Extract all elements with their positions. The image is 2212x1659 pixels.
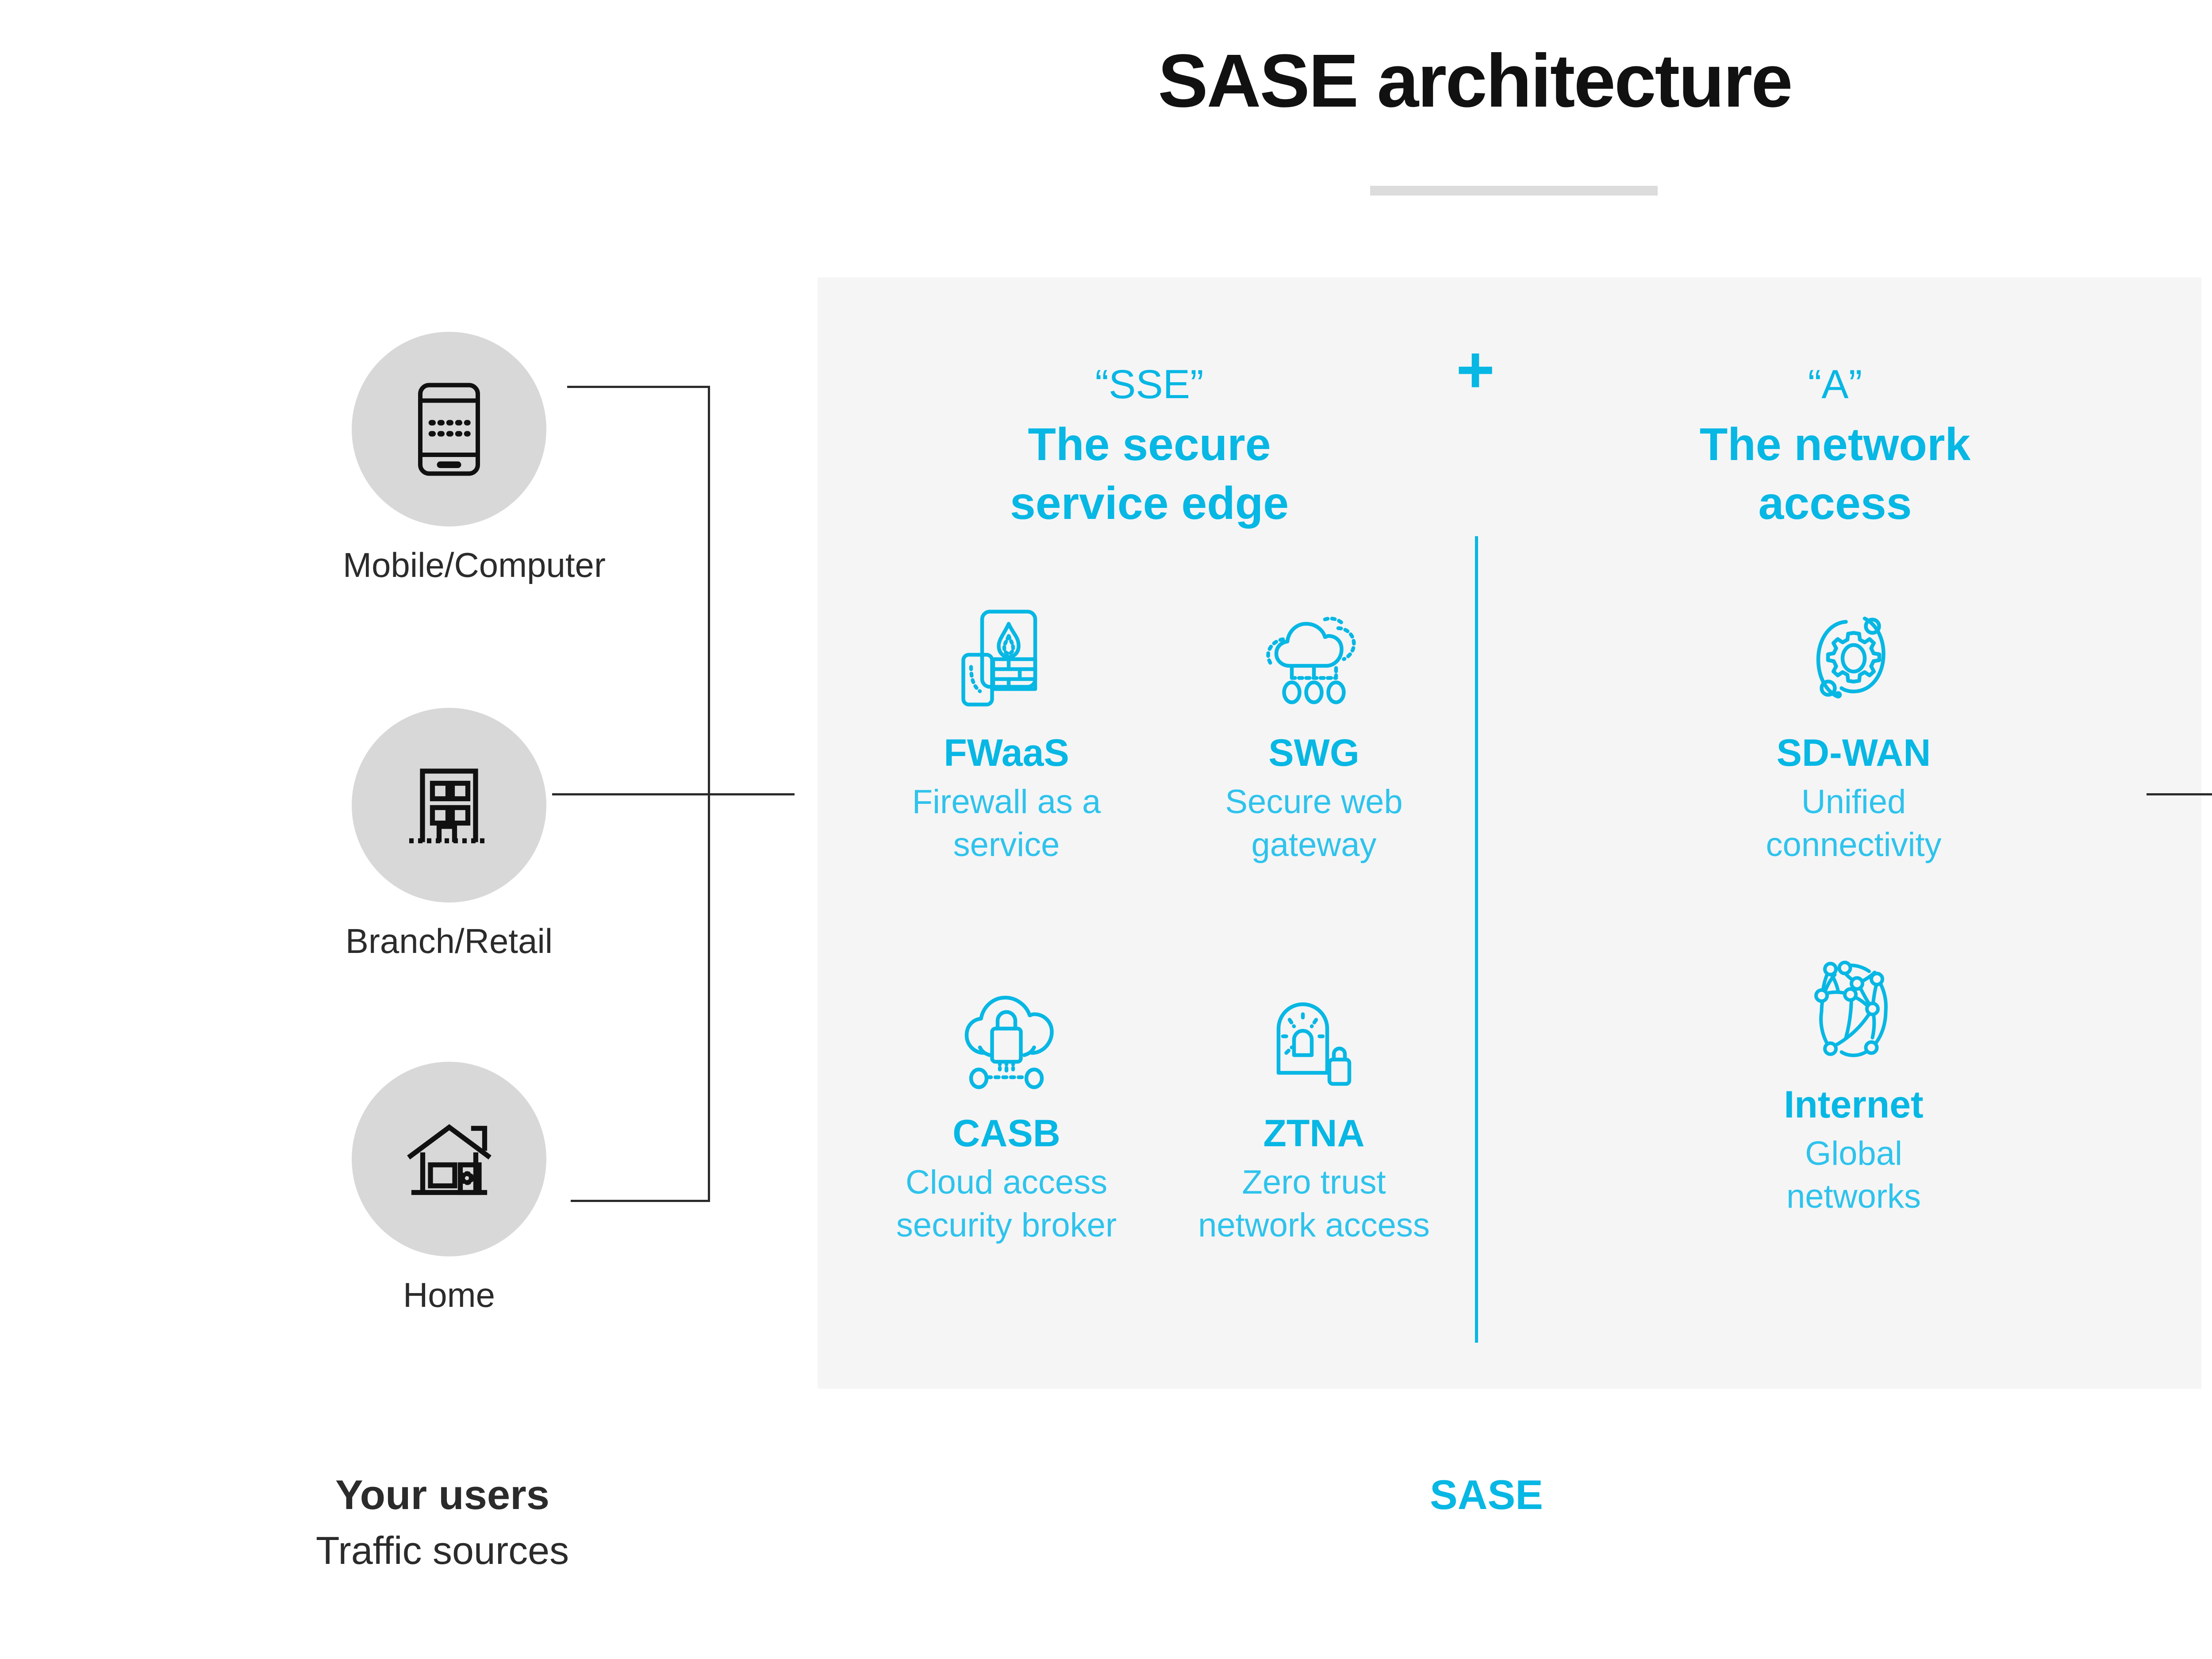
service-casb-description: Cloud access security broker	[883, 1161, 1130, 1247]
source-mobile-circle	[352, 332, 546, 526]
source-node-home[interactable]: Home	[343, 1062, 555, 1317]
sse-heading-line1: The secure	[1028, 419, 1271, 470]
source-home-label: Home	[403, 1275, 495, 1314]
page-title: SASE architecture	[1158, 39, 1793, 123]
gear-orbit-icon	[1677, 599, 2031, 719]
source-branch-label: Branch/Retail	[345, 922, 553, 960]
service-swg-abbr: SWG	[1268, 732, 1359, 774]
service-internet-abbr: Internet	[1784, 1083, 1924, 1126]
caption-users: Your users Traffic sources	[177, 1469, 708, 1576]
cloud-gateway-icon	[1190, 599, 1438, 719]
service-fwaas-desc-line1: Firewall as a	[912, 783, 1101, 821]
sse-heading: The secure service edge	[906, 415, 1393, 533]
service-swg[interactable]: SWG Secure web gateway	[1190, 599, 1438, 867]
connector-mobile-stub	[567, 386, 710, 388]
service-internet-desc-line1: Global	[1805, 1135, 1902, 1173]
access-heading-line2: access	[1758, 477, 1912, 529]
service-swg-desc-line1: Secure web	[1225, 783, 1403, 821]
access-heading-line1: The network	[1699, 419, 1971, 470]
service-internet-description: Global networks	[1677, 1132, 2031, 1218]
service-sdwan-description: Unified connectivity	[1677, 780, 2031, 867]
service-casb-desc-line2: security broker	[896, 1206, 1117, 1244]
service-swg-description: Secure web gateway	[1190, 780, 1438, 867]
service-fwaas[interactable]: FWaaS Firewall as a service	[883, 599, 1130, 867]
access-quote-label: “A”	[1808, 362, 1863, 407]
source-node-branch[interactable]: Branch/Retail	[343, 708, 555, 964]
connector-branch-stub	[552, 793, 710, 795]
connector-home-stub	[571, 1200, 710, 1202]
firewall-flame-icon	[883, 599, 1130, 719]
source-home-circle	[352, 1062, 546, 1256]
network-globe-icon	[1677, 951, 2031, 1071]
access-column-header: “A” The network access	[1570, 361, 2101, 533]
caption-users-title: Your users	[335, 1471, 550, 1518]
service-swg-desc-line2: gateway	[1251, 826, 1377, 864]
service-ztna-description: Zero trust network access	[1190, 1161, 1438, 1247]
service-ztna-abbr: ZTNA	[1263, 1112, 1365, 1155]
service-sdwan[interactable]: SD-WAN Unified connectivity	[1677, 599, 2031, 867]
source-mobile-label: Mobile/Computer	[343, 545, 606, 584]
caption-sase-title: SASE	[1430, 1471, 1543, 1518]
sase-panel: “SSE” The secure service edge “A” The ne…	[818, 277, 2201, 1389]
title-divider-rule	[1370, 186, 1658, 196]
connector-left-trunk	[708, 793, 795, 795]
panel-column-divider	[1475, 536, 1478, 1343]
sse-heading-line2: service edge	[1010, 477, 1289, 529]
service-sdwan-desc-line2: connectivity	[1766, 826, 1942, 864]
service-ztna-desc-line2: network access	[1198, 1206, 1430, 1244]
cloud-lock-icon	[883, 980, 1130, 1099]
service-casb-abbr: CASB	[952, 1112, 1060, 1155]
access-heading: The network access	[1570, 415, 2101, 533]
shield-lock-icon	[1190, 980, 1438, 1099]
source-branch-circle	[352, 708, 546, 902]
caption-users-subtitle: Traffic sources	[315, 1528, 569, 1572]
service-internet[interactable]: Internet Global networks	[1677, 951, 2031, 1218]
service-casb-desc-line1: Cloud access	[905, 1164, 1108, 1202]
service-internet-desc-line2: networks	[1786, 1178, 1921, 1216]
caption-sase: SASE	[1221, 1469, 1752, 1521]
service-fwaas-abbr: FWaaS	[944, 732, 1069, 774]
service-sdwan-abbr: SD-WAN	[1776, 732, 1931, 774]
sse-quote-label: “SSE”	[1095, 362, 1204, 407]
service-ztna-desc-line1: Zero trust	[1242, 1164, 1386, 1202]
service-ztna[interactable]: ZTNA Zero trust network access	[1190, 980, 1438, 1247]
plus-operator: +	[1456, 332, 1495, 407]
service-fwaas-description: Firewall as a service	[883, 780, 1130, 867]
connector-right-trunk	[2147, 793, 2212, 795]
service-sdwan-desc-line1: Unified	[1801, 783, 1906, 821]
sse-column-header: “SSE” The secure service edge	[906, 361, 1393, 533]
service-fwaas-desc-line2: service	[953, 826, 1060, 864]
service-casb[interactable]: CASB Cloud access security broker	[883, 980, 1130, 1247]
source-node-mobile[interactable]: Mobile/Computer	[343, 332, 606, 588]
